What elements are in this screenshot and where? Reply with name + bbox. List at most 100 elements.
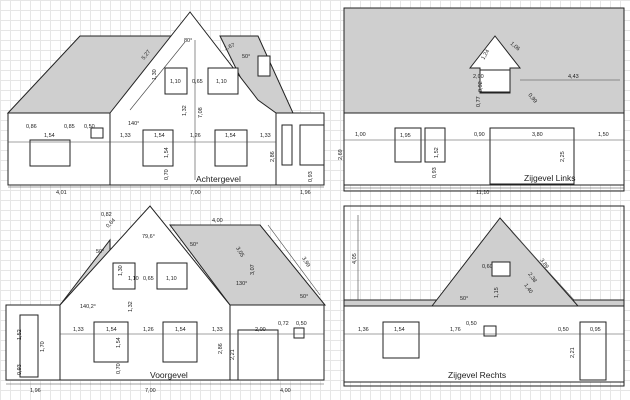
zijgevel-rechts-dim: 3,89: [538, 258, 549, 270]
zijgevel-rechts-dim: 1,54: [394, 327, 405, 333]
achtergevel-dim: 1,54: [225, 133, 236, 139]
zijgevel-rechts-window: [483, 325, 497, 337]
achtergevel-dim: 1,54: [154, 133, 165, 139]
achtergevel-window: [90, 127, 104, 139]
achtergevel-dim: 2,86: [270, 151, 276, 162]
zijgevel-rechts-frame: [343, 205, 625, 387]
achtergevel-dim: 5,27: [141, 49, 152, 61]
voorgevel-angle-left: 50°: [96, 249, 104, 255]
voorgevel-drawing: [5, 205, 327, 385]
achtergevel-angle-top: 80°: [184, 38, 192, 44]
zijgevel-links-title: Zijgevel Links: [524, 173, 576, 183]
voorgevel-dim: 4,00: [280, 388, 291, 394]
zijgevel-links-dim: 2,00: [473, 74, 484, 80]
zijgevel-links-dim: 1,24: [481, 49, 492, 61]
achtergevel-dim: 1,96: [300, 190, 311, 196]
achtergevel-dim: 1,30: [152, 69, 158, 80]
voorgevel-dim: 2,00: [255, 327, 266, 333]
voorgevel-angle-eave: 140,2°: [80, 304, 96, 310]
voorgevel-dim: 1,10: [166, 276, 177, 282]
zijgevel-links-dim: 1,52: [434, 147, 440, 158]
zijgevel-links-dim: 3,80: [532, 132, 543, 138]
voorgevel-dim: 1,32: [128, 301, 134, 312]
voorgevel-door: [19, 314, 39, 378]
zijgevel-rechts-title: Zijgevel Rechts: [448, 370, 506, 380]
achtergevel-dim: 7,08: [198, 107, 204, 118]
achtergevel-dim: 1,54: [164, 147, 170, 158]
achtergevel-dim: 1,10: [216, 79, 227, 85]
voorgevel-dim: 0,50: [296, 321, 307, 327]
achtergevel-dim: 0,85: [64, 124, 75, 130]
achtergevel-dim: 1,33: [260, 133, 271, 139]
zijgevel-rechts-window: [382, 321, 420, 359]
voorgevel-dim: 2,86: [218, 343, 224, 354]
achtergevel-dim: 2,69: [338, 149, 344, 160]
zijgevel-links-dormer-window: [479, 69, 511, 93]
zijgevel-rechts-dim: 1,36: [358, 327, 369, 333]
achtergevel-dim: 1,10: [170, 79, 181, 85]
zijgevel-links-door: [489, 127, 575, 185]
zijgevel-links-dim: 0,93: [432, 167, 438, 178]
voorgevel-dim-line: [267, 224, 321, 296]
achtergevel-dim: 0,86: [26, 124, 37, 130]
voorgevel-window: [93, 321, 129, 363]
voorgevel-dim: 3,99: [300, 256, 311, 268]
zijgevel-rechts-gable-window: [491, 261, 511, 277]
zijgevel-links-dim: 1,06: [509, 41, 521, 52]
zijgevel-rechts-dim: 0,50: [466, 321, 477, 327]
voorgevel-angle-mid: 50°: [190, 242, 198, 248]
voorgevel-angle-right: 50°: [300, 294, 308, 300]
zijgevel-rechts-drawing: [343, 205, 625, 387]
zijgevel-links-dim: 2,25: [560, 151, 566, 162]
voorgevel-window: [156, 262, 188, 290]
voorgevel-dim: 2,21: [230, 349, 236, 360]
zijgevel-links-dim: 4,43: [568, 74, 579, 80]
voorgevel-dim: 1,54: [175, 327, 186, 333]
achtergevel-dim: 0,65: [192, 79, 203, 85]
voorgevel-dim: 0,72: [278, 321, 289, 327]
voorgevel-dim: 1,54: [116, 337, 122, 348]
achtergevel-dim: 1,67: [224, 43, 236, 52]
zijgevel-links-dim: 0,90: [474, 132, 485, 138]
achtergevel-door: [281, 124, 293, 166]
voorgevel-dim: 7,00: [145, 388, 156, 394]
zijgevel-rechts-dim: 1,15: [494, 287, 500, 298]
zijgevel-links-dim: 1,50: [598, 132, 609, 138]
achtergevel-window: [207, 67, 239, 95]
voorgevel-dim: 0,64: [105, 218, 117, 230]
achtergevel-dim: 1,26: [190, 133, 201, 139]
zijgevel-rechts-dim: 0,95: [590, 327, 601, 333]
voorgevel-dim: 0,70: [116, 363, 122, 374]
achtergevel-drawing: [6, 11, 325, 188]
voorgevel-window: [112, 262, 136, 290]
achtergevel-dim: 4,01: [56, 190, 67, 196]
voorgevel-title: Voorgevel: [150, 370, 188, 380]
voorgevel-dim: 1,33: [212, 327, 223, 333]
achtergevel-window: [214, 129, 248, 167]
zijgevel-rechts-dim: 1,76: [450, 327, 461, 333]
voorgevel-dim: 1,52: [17, 329, 23, 340]
voorgevel-dim: 1,10: [128, 276, 139, 282]
zijgevel-links-window: [424, 127, 446, 163]
achtergevel-title: Achtergevel: [196, 174, 241, 184]
zijgevel-links-drawing: [343, 7, 625, 192]
voorgevel-window: [162, 321, 198, 363]
voorgevel-dim: 1,33: [73, 327, 84, 333]
achtergevel-angle-dormer: 50°: [242, 54, 250, 60]
voorgevel-dim: 3,05: [234, 246, 245, 258]
achtergevel-window: [164, 67, 188, 95]
voorgevel-angle-top: 79,6°: [142, 234, 155, 240]
zijgevel-rechts-dim-line: [511, 231, 575, 301]
achtergevel-dim: 0,50: [84, 124, 95, 130]
zijgevel-links-dim: 0,99: [526, 92, 537, 104]
zijgevel-links-dim: 11,10: [476, 190, 489, 196]
zijgevel-rechts-dim: 2,38: [526, 272, 537, 284]
voorgevel-dim: 1,30: [118, 265, 124, 276]
voorgevel-dim: 3,07: [250, 264, 256, 275]
voorgevel-dim: 0,82: [101, 212, 112, 218]
achtergevel-dormer: [257, 55, 271, 77]
zijgevel-rechts-dim: 0,50: [558, 327, 569, 333]
voorgevel-dim: 0,93: [17, 364, 23, 375]
zijgevel-rechts-dim: 0,60: [482, 264, 493, 270]
